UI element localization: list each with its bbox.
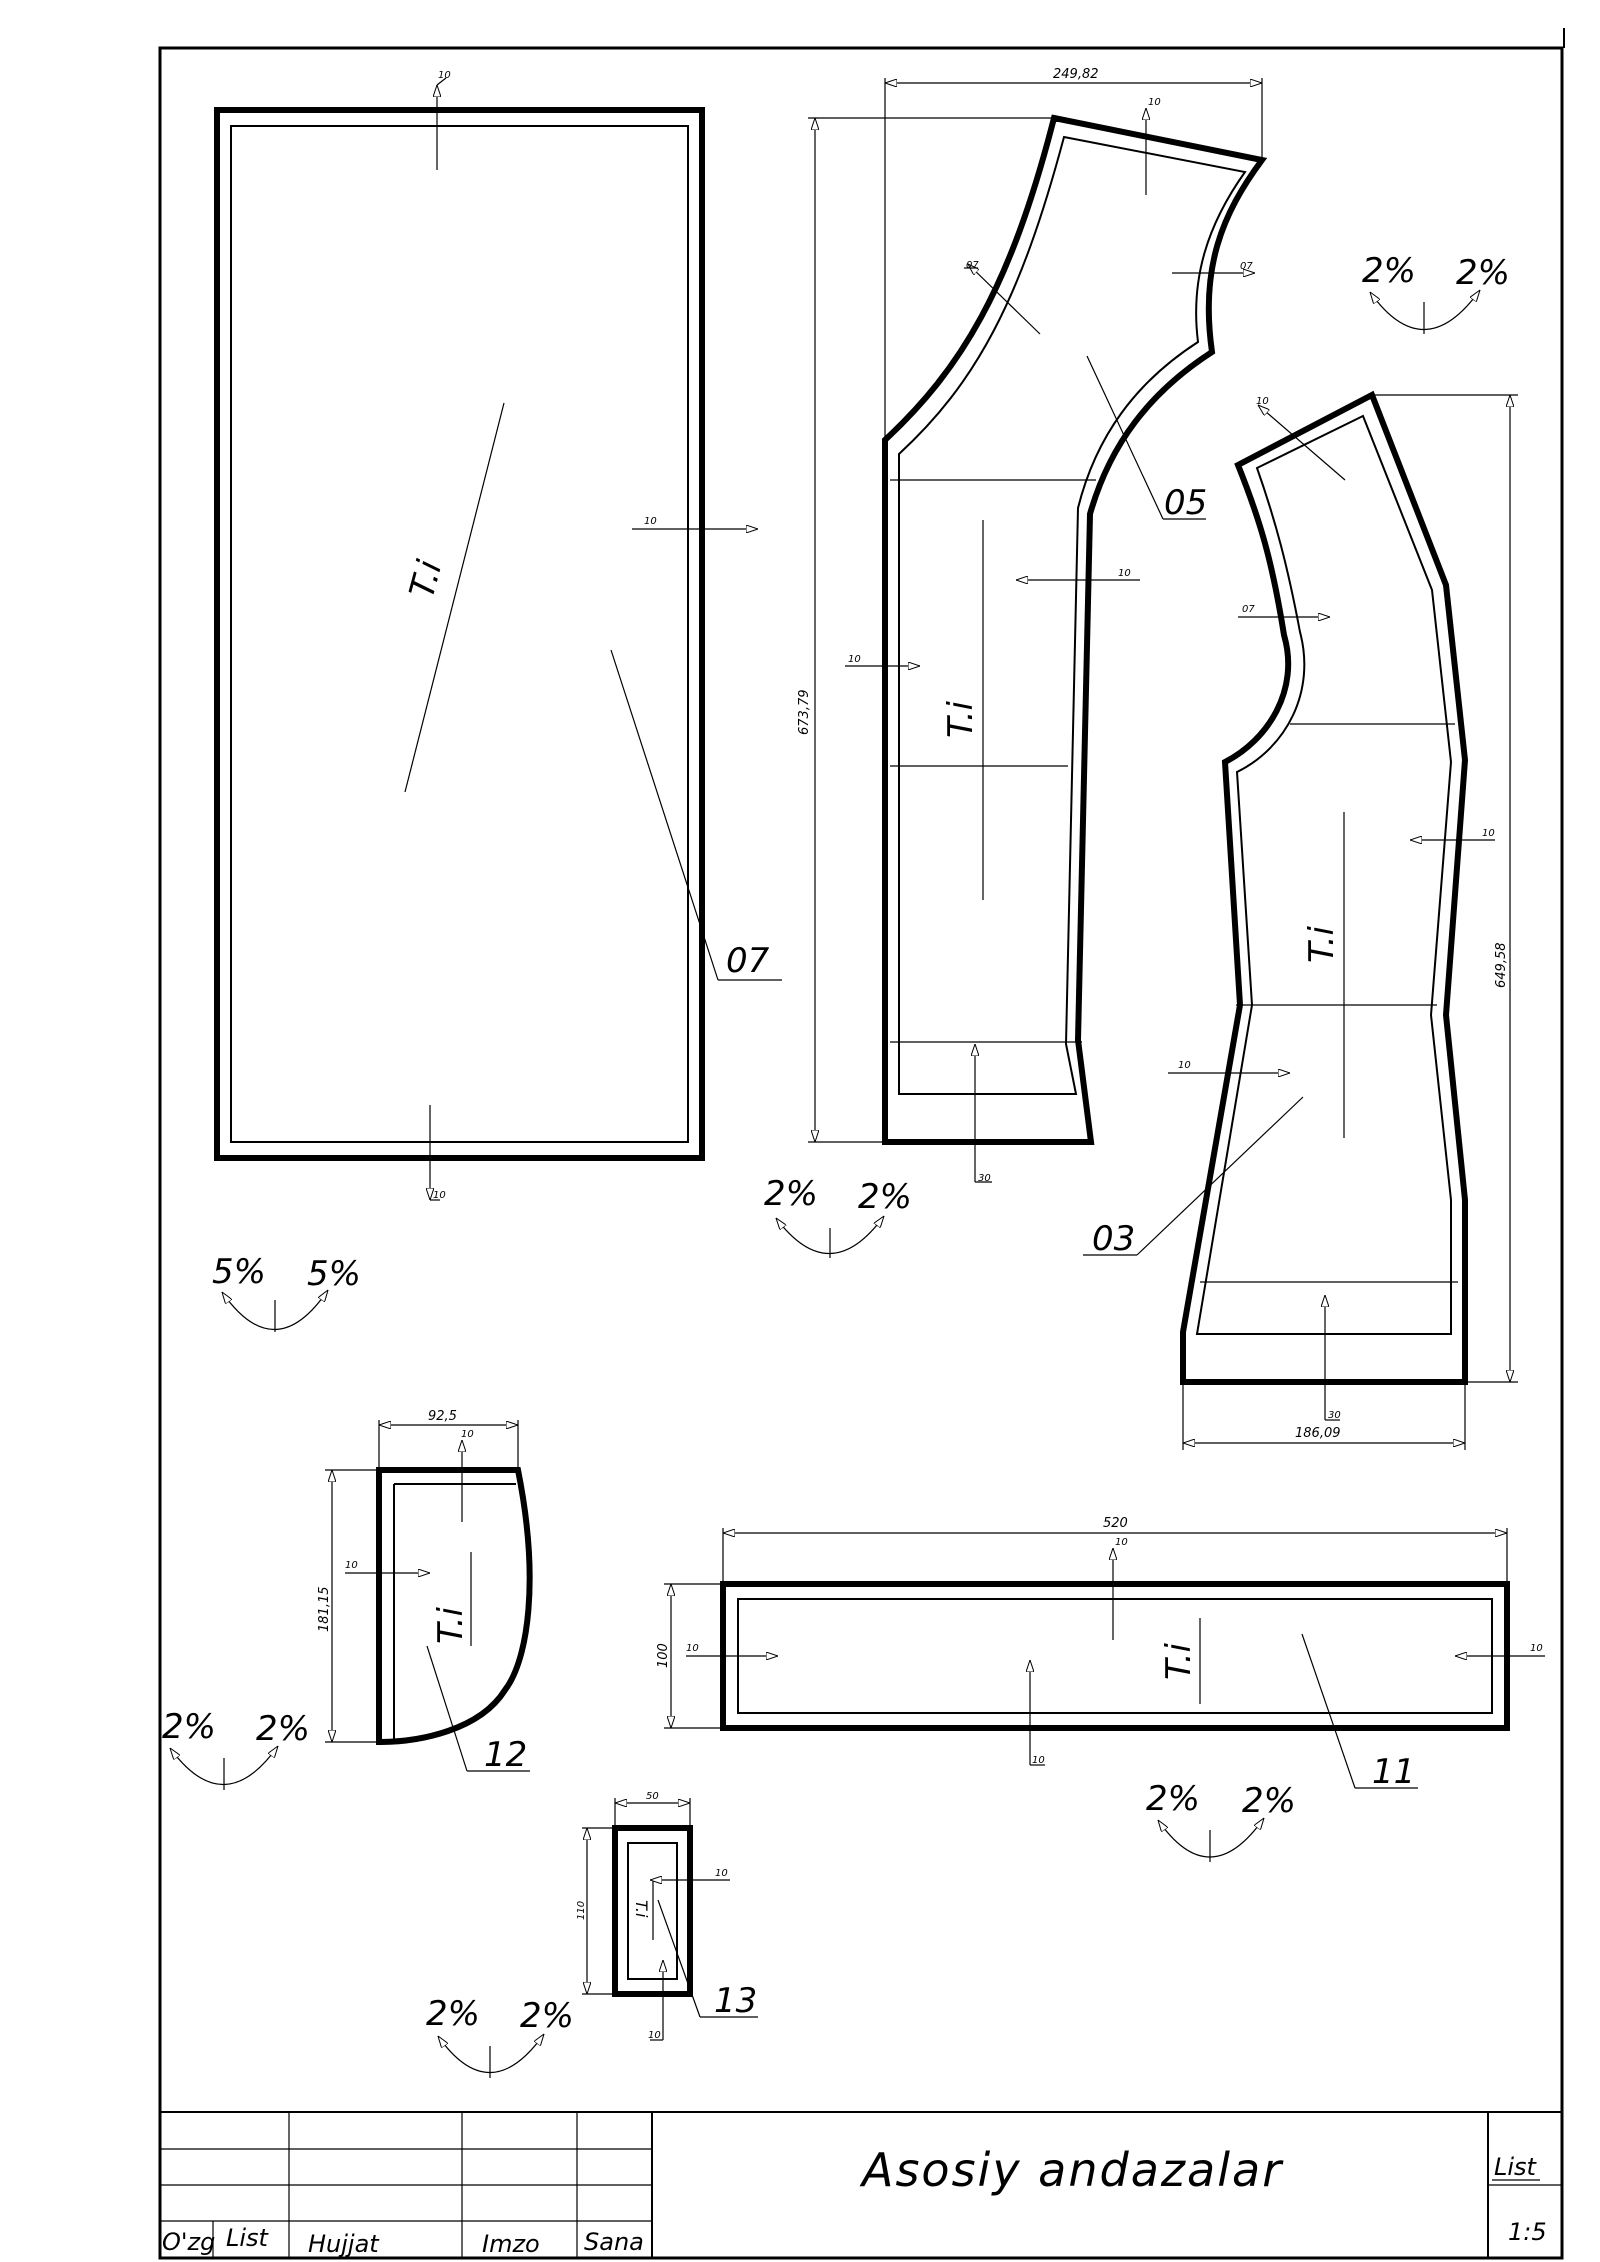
piece-13-shrink-left: 2% xyxy=(426,1994,480,2034)
piece-07-seam-dim-top-ext xyxy=(436,77,447,86)
piece-05-cut-line xyxy=(882,114,1268,1145)
piece-11-shrink-left: 2% xyxy=(1146,1779,1200,1819)
sheet-value: 1:5 xyxy=(1508,2218,1547,2246)
title-block-col-change: O'zg xyxy=(162,2228,215,2256)
piece-07-shrink-right: 5% xyxy=(307,1254,361,1294)
piece-13-shrink-right: 2% xyxy=(520,1996,574,2036)
piece-12-number: 12 xyxy=(484,1735,527,1775)
piece-12-shrink-left: 2% xyxy=(162,1707,216,1747)
piece-05-number: 05 xyxy=(1164,483,1207,523)
piece-12-height: 181,15 xyxy=(317,1587,332,1633)
piece-05-seam-curve-right: 07 xyxy=(1240,261,1253,272)
piece-07-number: 07 xyxy=(726,941,770,981)
piece-11-height: 100 xyxy=(656,1643,671,1668)
piece-03-height: 649,58 xyxy=(1494,943,1509,989)
piece-05-seam-line xyxy=(898,135,1247,1095)
piece-11-leader xyxy=(1301,1633,1356,1789)
piece-05-seam-top: 10 xyxy=(1148,97,1161,108)
drawing-frame xyxy=(158,46,1564,2260)
piece-12-width: 92,5 xyxy=(428,1409,457,1424)
piece-05-shrink-right: 2% xyxy=(858,1177,912,1217)
piece-07-label: T.i xyxy=(402,556,450,603)
piece-11-seam-top: 10 xyxy=(1115,1537,1128,1548)
piece-03-seam-bottom: 30 xyxy=(1328,1410,1341,1421)
piece-03-shrink-arc xyxy=(1370,290,1480,330)
title-block-col-signature: Imzo xyxy=(482,2230,540,2258)
piece-11-number: 11 xyxy=(1372,1752,1415,1792)
piece-05-seam-dim-curve-left xyxy=(968,264,1041,335)
piece-12-seam-top: 10 xyxy=(461,1429,474,1440)
piece-12-leader xyxy=(426,1645,468,1772)
piece-03-seam-dim-top xyxy=(1258,405,1346,481)
piece-11-shrink-arc xyxy=(1158,1818,1264,1858)
piece-13: T.i 13 50 110 10 10 2% 2% xyxy=(426,1791,758,2078)
piece-12-cut-line xyxy=(376,1467,533,1746)
title-block-col-document: Hujjat xyxy=(308,2230,380,2258)
piece-05-width: 249,82 xyxy=(1053,67,1099,82)
piece-05-seam-left: 10 xyxy=(848,654,861,665)
piece-13-seam-bottom: 10 xyxy=(648,2030,661,2041)
piece-13-shrink-arc xyxy=(438,2034,544,2073)
piece-07-shrink-left: 5% xyxy=(212,1252,266,1292)
piece-07-seam-right: 10 xyxy=(644,516,657,527)
piece-03-seam-line xyxy=(1195,414,1453,1335)
piece-07-grainline xyxy=(404,402,505,793)
piece-07-leader xyxy=(610,649,719,981)
piece-11-seam-bottom: 10 xyxy=(1032,1755,1045,1766)
piece-03-leader xyxy=(1136,1096,1304,1256)
piece-12-seam-left: 10 xyxy=(345,1560,358,1571)
piece-07-seam-top: 10 xyxy=(438,70,451,81)
piece-11-label: T.i xyxy=(1159,1642,1199,1680)
piece-11-cut-line xyxy=(720,1581,1510,1731)
piece-03-seam-curve: 07 xyxy=(1242,604,1255,615)
piece-07-cut-line xyxy=(214,107,705,1161)
piece-11-width: 520 xyxy=(1103,1516,1128,1531)
piece-07: T.i 07 10 10 10 5% 5% xyxy=(212,70,782,1332)
drawing-title: Asosiy andazalar xyxy=(859,2143,1284,2197)
piece-12-shrink-right: 2% xyxy=(256,1709,310,1749)
piece-05-label: T.i xyxy=(941,700,981,738)
piece-05-height: 673,79 xyxy=(797,690,812,736)
piece-12-label: T.i xyxy=(431,1606,471,1644)
piece-11-seam-left: 10 xyxy=(686,1643,699,1654)
piece-05-seam-curve-left: 07 xyxy=(966,260,979,271)
sheet-label: List xyxy=(1494,2153,1538,2181)
piece-11-seam-line xyxy=(737,1598,1493,1714)
piece-05-shrink-left: 2% xyxy=(764,1174,818,1214)
piece-13-height: 110 xyxy=(576,1901,587,1920)
piece-05-leader xyxy=(1086,355,1164,520)
title-block-col-date: Sana xyxy=(584,2228,644,2256)
piece-07-seam-line xyxy=(230,125,689,1143)
piece-03-seam-top: 10 xyxy=(1256,396,1269,407)
piece-03-width: 186,09 xyxy=(1295,1426,1341,1441)
piece-03-seam-right: 10 xyxy=(1482,828,1495,839)
piece-13-seam-right: 10 xyxy=(715,1868,728,1879)
piece-03-seam-left: 10 xyxy=(1178,1060,1191,1071)
piece-03: T.i 03 186,09 649,58 10 07 10 10 30 2% 2… xyxy=(1083,251,1518,1450)
piece-13-leader xyxy=(657,1899,701,2018)
piece-03-label: T.i xyxy=(1302,925,1342,963)
piece-07-seam-bottom: 10 xyxy=(433,1190,446,1201)
piece-03-number: 03 xyxy=(1092,1219,1135,1259)
piece-03-cut-line xyxy=(1180,390,1469,1385)
piece-03-shrink-right: 2% xyxy=(1456,253,1510,293)
piece-11: T.i 11 520 100 10 10 10 10 2% 2% xyxy=(656,1516,1545,1862)
piece-13-label: T.i xyxy=(632,1900,651,1918)
piece-05: T.i 05 249,82 673,79 10 07 07 10 10 30 2… xyxy=(764,67,1268,1258)
piece-13-number: 13 xyxy=(714,1981,757,2021)
piece-03-shrink-left: 2% xyxy=(1362,251,1416,291)
piece-12: T.i 12 92,5 181,15 10 10 2% 2% xyxy=(162,1409,533,1790)
title-block-col-list: List xyxy=(226,2224,270,2252)
piece-13-seam-line xyxy=(627,1842,678,1980)
piece-11-seam-right: 10 xyxy=(1530,1643,1543,1654)
piece-05-seam-right: 10 xyxy=(1118,568,1131,579)
piece-13-cut-line xyxy=(612,1825,693,1997)
piece-11-shrink-right: 2% xyxy=(1242,1781,1296,1821)
piece-05-seam-bottom: 30 xyxy=(978,1173,991,1184)
title-block: O'zg List Hujjat Imzo Sana Asosiy andaza… xyxy=(160,2111,1562,2258)
piece-13-width: 50 xyxy=(646,1791,659,1802)
